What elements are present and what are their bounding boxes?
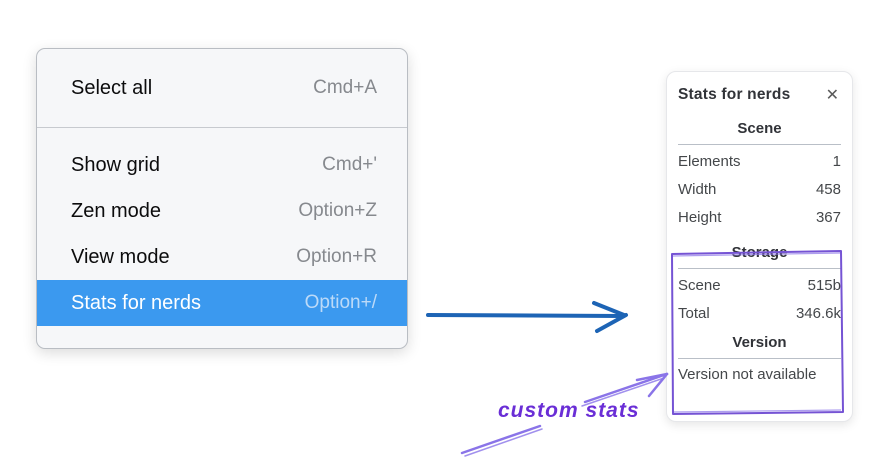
menu-item-select-all[interactable]: Select all Cmd+A — [37, 64, 407, 112]
section-divider — [678, 268, 841, 269]
menu-item-shortcut: Option+Z — [298, 200, 377, 221]
version-note: Version not available — [678, 366, 817, 383]
menu-divider — [37, 127, 407, 128]
stat-label: Height — [678, 209, 722, 226]
stats-section-storage: Storage Scene 515b Total 346.6k — [678, 244, 841, 328]
section-heading: Storage — [731, 244, 788, 261]
stat-value: 515b — [807, 277, 841, 294]
menu-item-label: View mode — [71, 245, 170, 268]
menu-item-label: Zen mode — [71, 199, 162, 222]
stats-row-width: Width 458 — [678, 176, 841, 204]
menu-item-show-grid[interactable]: Show grid Cmd+' — [37, 142, 407, 188]
stat-label: Scene — [678, 277, 721, 294]
stats-row-elements: Elements 1 — [678, 148, 841, 176]
section-heading: Version — [732, 334, 787, 351]
menu-item-label: Show grid — [71, 153, 160, 176]
menu-item-shortcut: Option+/ — [304, 292, 377, 313]
menu-item-zen-mode[interactable]: Zen mode Option+Z — [37, 188, 407, 234]
stat-value: 367 — [815, 209, 841, 226]
menu-item-stats-for-nerds[interactable]: Stats for nerds Option+/ — [37, 280, 407, 326]
menu-item-label: Select all — [71, 76, 153, 99]
close-icon[interactable]: ✕ — [825, 85, 839, 104]
menu-item-shortcut: Cmd+A — [313, 77, 377, 98]
right-arrow-icon — [426, 301, 628, 333]
stat-value: 1 — [832, 153, 841, 170]
menu-item-shortcut: Option+R — [296, 246, 377, 267]
stat-value: 346.6k — [795, 305, 841, 322]
stats-section-scene: Scene Elements 1 Width 458 Height 367 — [678, 120, 841, 232]
stats-row-height: Height 367 — [678, 204, 841, 232]
stat-value: 458 — [815, 181, 841, 198]
stats-section-version: Version Version not available — [678, 334, 841, 388]
menu-item-view-mode[interactable]: View mode Option+R — [37, 234, 407, 280]
stat-label: Elements — [678, 153, 741, 170]
annotation-label: custom stats — [498, 399, 640, 422]
section-heading: Scene — [737, 120, 782, 137]
stats-row-scene-size: Scene 515b — [678, 272, 841, 300]
stat-label: Width — [678, 181, 717, 198]
section-divider — [678, 358, 841, 359]
stats-for-nerds-panel: Stats for nerds ✕ Scene Elements 1 Width… — [666, 71, 853, 422]
menu-item-label: Stats for nerds — [71, 291, 202, 314]
stat-label: Total — [678, 305, 710, 322]
menu-item-shortcut: Cmd+' — [322, 154, 377, 175]
panel-title: Stats for nerds — [678, 86, 791, 103]
section-divider — [678, 144, 841, 145]
stats-row-total-size: Total 346.6k — [678, 300, 841, 328]
context-menu: Select all Cmd+A Show grid Cmd+' Zen mod… — [36, 48, 408, 349]
